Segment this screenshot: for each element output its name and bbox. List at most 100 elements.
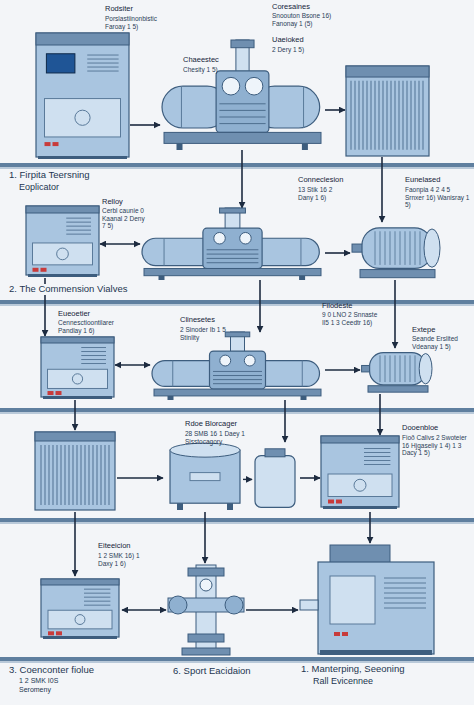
cabinet-body (41, 579, 119, 637)
radiator-fins (41, 445, 109, 505)
cooling-fin (213, 375, 262, 376)
cooling-fin (207, 262, 259, 263)
tank-band (172, 361, 173, 387)
base-leg (168, 396, 174, 400)
column-cap (231, 40, 254, 48)
flow-arrow (246, 609, 298, 611)
section-label: 6. Sport Eacidaion (172, 666, 252, 677)
flow-connector (100, 243, 140, 245)
machine-illustration (25, 205, 100, 278)
radiator-fin (410, 81, 411, 150)
shelf-line (0, 518, 474, 522)
shelf-line (0, 657, 474, 661)
warning-badge (336, 500, 342, 504)
vent-slot (81, 359, 106, 360)
radiator-fin (362, 81, 363, 150)
shelf-shadow (0, 412, 474, 414)
vent-slot (81, 351, 106, 352)
motor-rib (405, 355, 406, 382)
warning-badge (48, 631, 54, 635)
motor-rib (410, 355, 411, 382)
warning-badge (328, 500, 334, 504)
cabinet-body (41, 337, 114, 397)
vent-slot (364, 452, 390, 453)
warning-badge (41, 268, 47, 272)
vent-slot (87, 71, 118, 72)
flow-arrow (117, 477, 163, 479)
machine-body (318, 562, 434, 654)
machine-illustration (345, 65, 430, 157)
motor-body (362, 228, 432, 269)
shelf-shadow (0, 661, 474, 663)
vent-slot (66, 234, 91, 235)
machine-illustration (40, 336, 115, 400)
tank-dome (170, 443, 240, 457)
cooling-fin (207, 258, 259, 259)
flow-connector (325, 252, 350, 254)
callout-title: Eueoetier (58, 310, 138, 319)
cooling-fin (219, 117, 265, 118)
motor-rib (380, 231, 381, 265)
section-label: 1. Firpita Teersning (8, 170, 91, 181)
callout-spec: Fioð Calivs 2 Swoteier 16 Hjgaseliy 1 4)… (402, 434, 470, 457)
callout-title: Dooenbloe (402, 424, 470, 433)
radiator-fin (366, 81, 367, 150)
machine-unit: Conneclesion13 Stik 16 2 Dany 1 6) (140, 208, 325, 280)
radiator-fin (422, 81, 423, 150)
radiator-fin (382, 81, 383, 150)
callout-title: Conneclesion (298, 176, 360, 185)
callout-title: Uaeioked (272, 36, 332, 45)
machine-illustration (165, 442, 300, 510)
side-pipe (300, 600, 318, 610)
vent-slot (364, 448, 390, 449)
tank-band (164, 238, 165, 265)
vent-slot (66, 218, 91, 219)
tank-band (181, 86, 182, 128)
machine-unit: EueoetierCennesctioontilarer Pandlay 1 6… (40, 336, 115, 400)
warning-badge (334, 632, 340, 636)
motor-rib (390, 231, 391, 265)
callout-spec: Porslastiinonbistic Faroay 1 5) (105, 15, 177, 30)
base-plate (182, 648, 230, 655)
radiator-top (35, 432, 115, 441)
cooling-fin (213, 371, 262, 372)
cooling-fin (219, 110, 265, 111)
section-label: 1. Manterping, Seeoning (300, 664, 406, 675)
base-leg (159, 276, 165, 280)
name-plate (190, 473, 220, 481)
machine-unit: Uaeioked2 Dery 1 5) (345, 65, 430, 157)
machine-unit: Rdoe Blorcager28 SMB 16 1 Daey 1 Sisstoc… (165, 442, 300, 510)
access-panel (330, 576, 375, 624)
cooling-fin (219, 123, 265, 124)
cabinet-top (36, 33, 129, 45)
machine-illustration (350, 222, 450, 280)
flow-connector (325, 109, 345, 111)
vent-slot (87, 55, 118, 56)
callout-title: Eunelased (405, 176, 471, 185)
radiator-fin (406, 81, 407, 150)
flow-connector (325, 369, 360, 371)
base-foot (323, 506, 397, 509)
compressor-head (210, 351, 266, 389)
base-leg (302, 143, 308, 150)
panel-logo (75, 110, 90, 125)
flow-arrow (204, 512, 206, 563)
callout-spec: 28 SMB 16 1 Daey 1 Sisstocagory (185, 430, 265, 445)
valve-body (225, 596, 243, 614)
flow-connector (259, 280, 261, 332)
radiator-top (346, 66, 429, 77)
radiator-fin (378, 81, 379, 150)
base-leg (177, 143, 183, 150)
tank-band (303, 86, 304, 128)
valve-flange (188, 568, 224, 576)
vent-slot (66, 222, 91, 223)
cooling-fin (213, 383, 262, 384)
radiator-fin (358, 81, 359, 150)
cabinet-top (41, 337, 114, 343)
callout-title: Coresaines (272, 3, 334, 12)
machine-unit: RelloyCerbl caunie 0 Kaanal 2 Deny 7 5) (25, 205, 100, 278)
cabinet-top (41, 579, 119, 585)
callout-title: Filodeste (322, 302, 384, 311)
vent-slot (84, 601, 110, 602)
section-label: 3. Coenconter fiolue (8, 665, 95, 676)
